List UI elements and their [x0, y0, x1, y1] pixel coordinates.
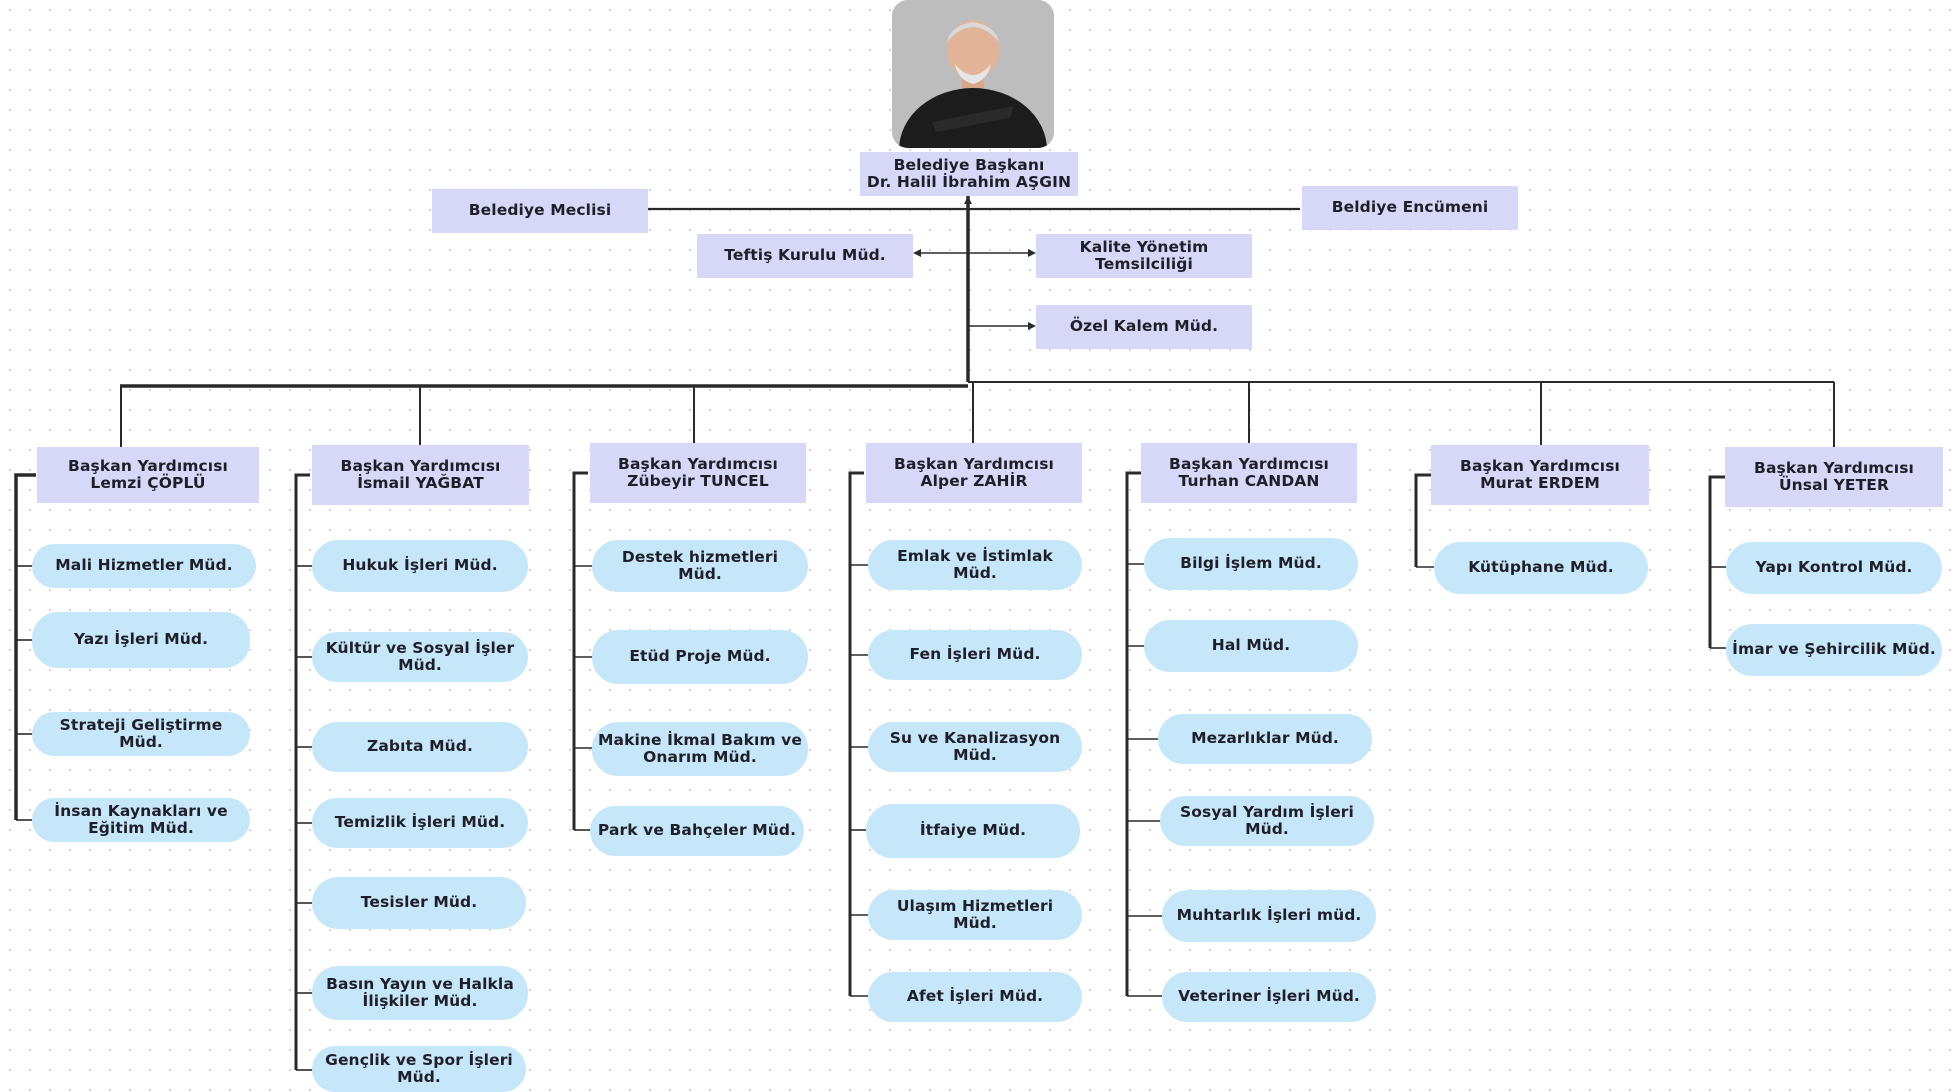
unit-box: Yazı İşleri Müd.: [32, 612, 250, 668]
unit-box: Sosyal Yardım İşleri Müd.: [1160, 796, 1374, 846]
deputy-name: Murat ERDEM: [1480, 474, 1600, 492]
unit-box: Zabıta Müd.: [312, 722, 528, 772]
deputy-title: Başkan Yardımcısı: [618, 454, 778, 473]
council-box: Belediye Meclisi: [432, 189, 648, 233]
unit-box: Destek hizmetleri Müd.: [592, 540, 808, 592]
deputy-box: Başkan Yardımcısı Alper ZAHİR: [866, 443, 1082, 503]
unit-box: Fen İşleri Müd.: [868, 630, 1082, 680]
committee-box: Beldiye Encümeni: [1302, 186, 1518, 230]
unit-box: Kültür ve Sosyal İşler Müd.: [312, 632, 528, 682]
unit-box: Tesisler Müd.: [312, 877, 526, 929]
deputy-name: Ünsal YETER: [1778, 476, 1890, 494]
unit-box: Su ve Kanalizasyon Müd.: [868, 722, 1082, 772]
unit-box: Strateji Geliştirme Müd.: [32, 712, 250, 756]
unit-box: Kütüphane Müd.: [1434, 542, 1648, 594]
unit-box: Hal Müd.: [1144, 620, 1358, 672]
unit-box: Yapı Kontrol Müd.: [1726, 542, 1942, 594]
deputy-title: Başkan Yardımcısı: [1169, 454, 1329, 473]
unit-box: Hukuk İşleri Müd.: [312, 540, 528, 592]
unit-box: Mali Hizmetler Müd.: [32, 544, 256, 588]
deputy-box: Başkan Yardımcısı Zübeyir TUNCEL: [590, 443, 806, 503]
deputy-box: Başkan Yardımcısı Ünsal YETER: [1725, 447, 1943, 507]
mayor-portrait: [892, 0, 1054, 148]
mayor-title: Belediye Başkanı: [893, 155, 1045, 174]
unit-box: Temizlik İşleri Müd.: [312, 798, 528, 848]
unit-box: Ulaşım Hizmetleri Müd.: [868, 890, 1082, 940]
unit-box: Park ve Bahçeler Müd.: [590, 806, 804, 856]
unit-box: İtfaiye Müd.: [866, 804, 1080, 858]
deputy-name: Turhan CANDAN: [1178, 472, 1320, 490]
deputy-name: Alper ZAHİR: [920, 472, 1028, 490]
inspection-box: Teftiş Kurulu Müd.: [697, 234, 913, 278]
deputy-title: Başkan Yardımcısı: [68, 456, 228, 475]
mayor-box: Belediye Başkanı Dr. Halil İbrahim AŞGIN: [860, 152, 1078, 196]
unit-box: Emlak ve İstimlak Müd.: [868, 540, 1082, 590]
unit-box: Etüd Proje Müd.: [592, 630, 808, 684]
unit-box: Afet İşleri Müd.: [868, 972, 1082, 1022]
deputy-name: İsmail YAĞBAT: [357, 474, 484, 492]
unit-box: İnsan Kaynakları ve Eğitim Müd.: [32, 798, 250, 842]
unit-box: Mezarlıklar Müd.: [1158, 714, 1372, 764]
deputy-box: Başkan Yardımcısı Lemzi ÇÖPLÜ: [37, 447, 259, 503]
unit-box: İmar ve Şehircilik Müd.: [1726, 624, 1942, 676]
unit-box: Makine İkmal Bakım ve Onarım Müd.: [592, 722, 808, 776]
deputy-name: Lemzi ÇÖPLÜ: [90, 474, 206, 492]
unit-box: Gençlik ve Spor İşleri Müd.: [312, 1046, 526, 1092]
unit-box: Bilgi İşlem Müd.: [1144, 538, 1358, 590]
private-office-box: Özel Kalem Müd.: [1036, 305, 1252, 349]
deputy-title: Başkan Yardımcısı: [894, 454, 1054, 473]
deputy-box: Başkan Yardımcısı İsmail YAĞBAT: [312, 445, 529, 505]
deputy-box: Başkan Yardımcısı Murat ERDEM: [1431, 445, 1649, 505]
deputy-title: Başkan Yardımcısı: [340, 456, 501, 475]
deputy-name: Zübeyir TUNCEL: [627, 472, 769, 490]
deputy-title: Başkan Yardımcısı: [1460, 456, 1620, 475]
deputy-title: Başkan Yardımcısı: [1754, 458, 1914, 477]
quality-box: Kalite Yönetim Temsilciliği: [1036, 234, 1252, 278]
unit-box: Basın Yayın ve Halkla İlişkiler Müd.: [312, 966, 528, 1020]
unit-box: Veteriner İşleri Müd.: [1162, 972, 1376, 1022]
unit-box: Muhtarlık İşleri müd.: [1162, 890, 1376, 942]
mayor-name: Dr. Halil İbrahim AŞGIN: [866, 173, 1072, 191]
deputy-box: Başkan Yardımcısı Turhan CANDAN: [1141, 443, 1357, 503]
